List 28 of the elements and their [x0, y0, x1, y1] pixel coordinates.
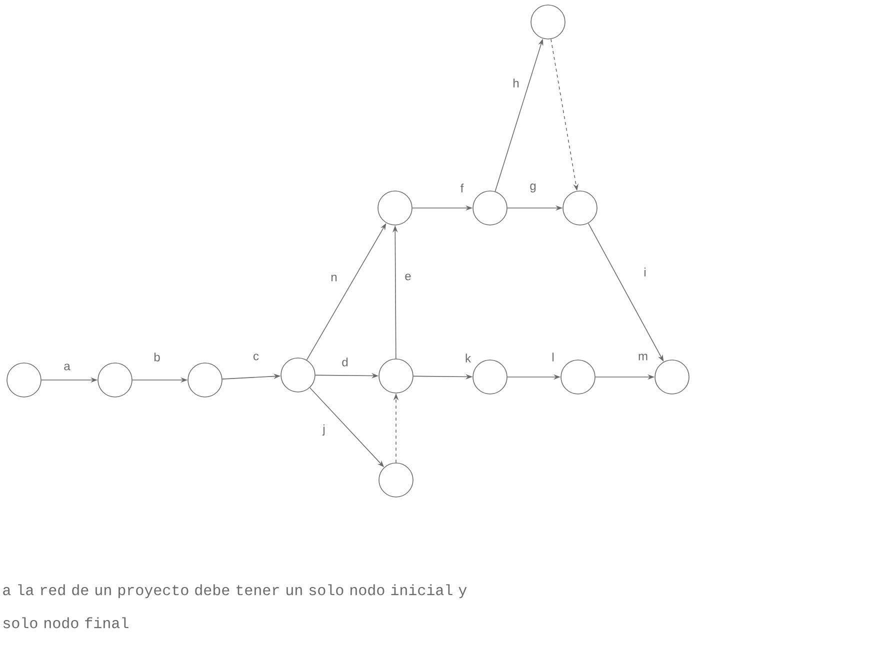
edge-label: j [322, 423, 326, 437]
event-node [188, 362, 222, 398]
event-node [378, 358, 414, 394]
edge-label: m [637, 352, 649, 362]
event-node [472, 360, 508, 394]
event-node [562, 190, 598, 226]
edge-label: e [404, 272, 412, 282]
edge-label: a [62, 362, 72, 372]
event-node [654, 360, 690, 394]
event-node [560, 360, 596, 394]
event-node [530, 4, 566, 40]
edge-label: b [152, 352, 162, 362]
event-node [280, 358, 316, 392]
edge-label: c [252, 352, 260, 362]
note-text: a la red de un proyecto debe tener un solo nodo inicial y solo nodo final [3, 584, 467, 628]
edge-label: g [528, 182, 538, 194]
edge-label: h [512, 78, 520, 88]
event-node [378, 190, 412, 226]
event-node [472, 190, 508, 226]
edge-label: n [330, 274, 338, 282]
event-node [98, 362, 132, 398]
event-node [378, 462, 414, 498]
edge-label: f [459, 182, 465, 194]
edge-label: k [464, 352, 472, 364]
edge-label: d [340, 356, 350, 368]
edge-label: l [550, 352, 556, 362]
event-node [6, 362, 42, 398]
edge-label: i [642, 266, 648, 278]
